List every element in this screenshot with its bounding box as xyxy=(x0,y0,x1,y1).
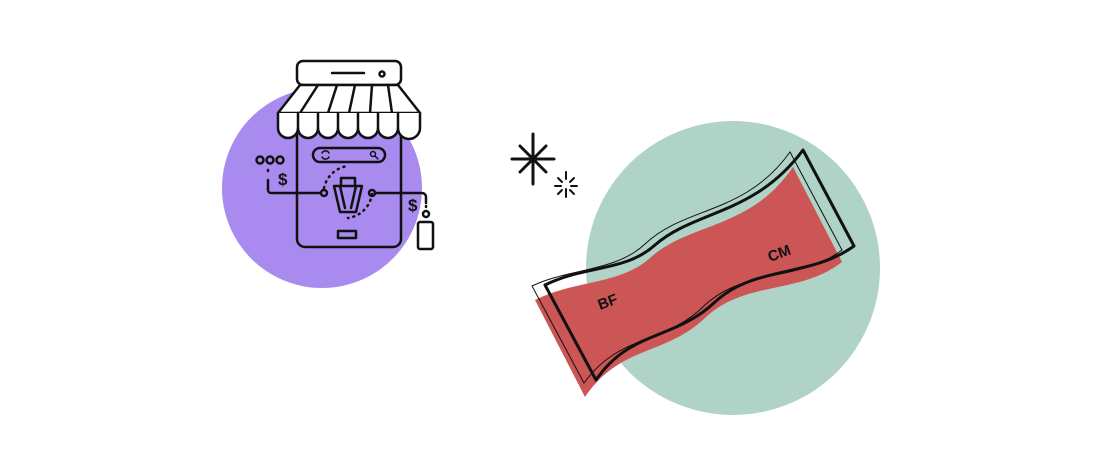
search-icon xyxy=(369,150,379,160)
dollar-sign-right: $ xyxy=(408,196,418,215)
refresh-icon xyxy=(321,150,330,160)
banner-label-left: BF xyxy=(596,291,621,314)
banner-illustration: BF CM xyxy=(531,121,880,415)
search-bar xyxy=(311,146,387,164)
basket-icon xyxy=(332,176,364,214)
awning-icon xyxy=(276,83,422,141)
phone-home-button xyxy=(336,229,358,240)
sparkle-icon xyxy=(510,132,556,186)
banner-fill xyxy=(535,167,842,397)
online-store-illustration: $ $ xyxy=(222,59,435,288)
banner-outline xyxy=(543,148,856,382)
small-sparkle-icon xyxy=(554,171,578,198)
more-dots-icon xyxy=(255,155,285,165)
dollar-sign-left: $ xyxy=(278,170,288,189)
phone-small-icon xyxy=(416,220,435,251)
banner-label-right: CM xyxy=(766,242,794,266)
